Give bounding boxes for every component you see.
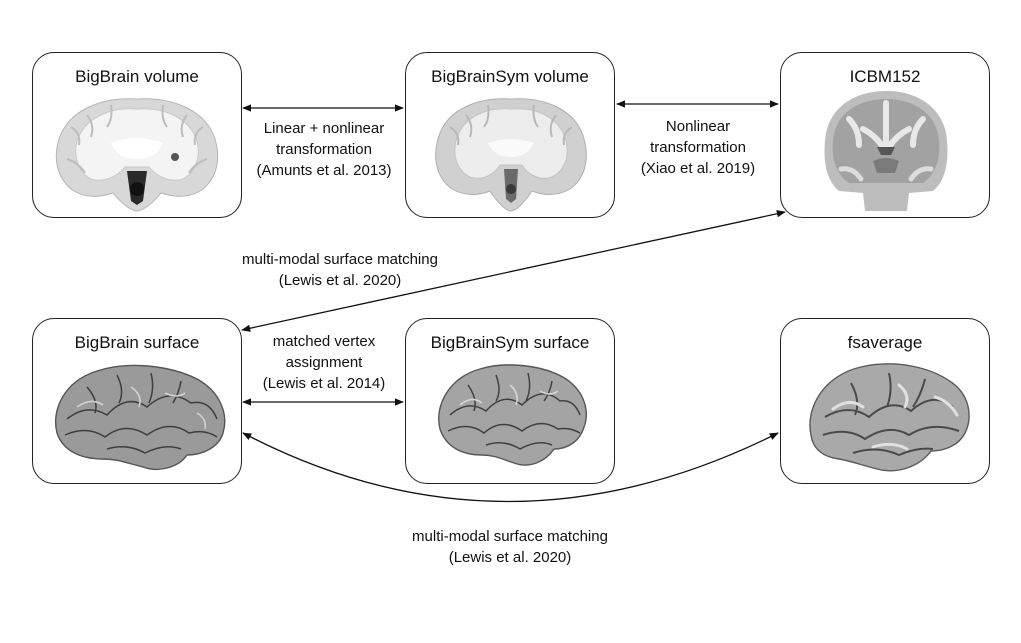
linear-nonlinear-line-2: transformation	[276, 141, 372, 158]
arrow-icbm152-to-bigbrain-surface	[241, 210, 786, 332]
icbm152-coronal-slice-image	[824, 91, 948, 211]
multimodal-surface-matching-lower-label: multi-modal surface matching (Lewis et a…	[380, 526, 640, 568]
fsaverage-brain-image	[809, 363, 970, 472]
icbm152-title: ICBM152	[849, 67, 921, 86]
bigbrainsym-volume-coronal-slice-image	[435, 98, 587, 212]
arrow-bigbrain-surface-to-fsaverage	[242, 432, 779, 503]
bigbrainsym-surface-brain-image	[438, 364, 587, 466]
bigbrain-volume-coronal-slice-image	[55, 98, 219, 212]
mmsm-upper-citation: (Lewis et al. 2020)	[278, 272, 402, 289]
matched-vertex-line-1: matched vertex	[272, 333, 376, 350]
bigbrain-surface-brain-image	[55, 364, 226, 471]
linear-nonlinear-citation: (Amunts et al. 2013)	[256, 162, 392, 179]
bigbrain-surface-box: BigBrain surface	[32, 318, 242, 484]
nonlinear-transformation-label: Nonlinear transformation (Xiao et al. 20…	[620, 116, 776, 179]
multimodal-surface-matching-upper-label: multi-modal surface matching (Lewis et a…	[220, 249, 460, 291]
mmsm-lower-citation: (Lewis et al. 2020)	[448, 549, 572, 566]
bigbrain-surface-title: BigBrain surface	[74, 333, 200, 352]
fsaverage-title: fsaverage	[847, 333, 923, 352]
linear-nonlinear-line-1: Linear + nonlinear	[263, 120, 385, 137]
nonlinear-line-2: transformation	[650, 139, 746, 156]
bigbrainsym-surface-title: BigBrainSym surface	[430, 333, 590, 352]
nonlinear-citation: (Xiao et al. 2019)	[640, 160, 756, 177]
bigbrainsym-volume-title: BigBrainSym volume	[431, 67, 589, 86]
icbm152-box: ICBM152	[780, 52, 990, 218]
bigbrain-volume-box: BigBrain volume	[32, 52, 242, 218]
mmsm-lower-line-1: multi-modal surface matching	[412, 528, 608, 545]
matched-vertex-citation: (Lewis et al. 2014)	[262, 375, 386, 392]
matched-vertex-assignment-label: matched vertex assignment (Lewis et al. …	[243, 331, 405, 394]
bigbrain-volume-title: BigBrain volume	[75, 67, 199, 86]
bigbrainsym-surface-box: BigBrainSym surface	[405, 318, 615, 484]
bigbrainsym-volume-box: BigBrainSym volume	[405, 52, 615, 218]
matched-vertex-line-2: assignment	[285, 354, 363, 371]
linear-nonlinear-transformation-label: Linear + nonlinear transformation (Amunt…	[243, 118, 405, 181]
fsaverage-box: fsaverage	[780, 318, 990, 484]
mmsm-upper-line-1: multi-modal surface matching	[242, 251, 438, 268]
nonlinear-line-1: Nonlinear	[665, 118, 731, 135]
